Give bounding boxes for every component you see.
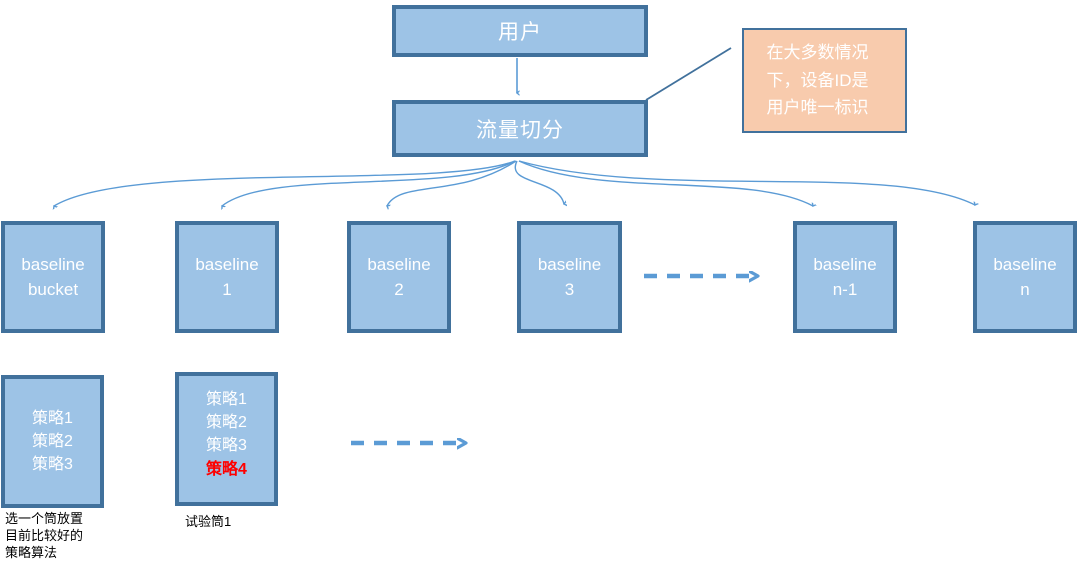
node-traffic-split: 流量切分 [392,100,648,157]
callout-note-text: 在大多数情况下，设备ID是用户唯一标识 [766,43,869,118]
node-baseline-n: baseline n [973,221,1077,333]
node-traffic-split-label: 流量切分 [476,118,564,142]
strategy-item: 策略1 [206,391,247,408]
callout-note: 在大多数情况下，设备ID是用户唯一标识 [742,28,907,133]
line-split-to-callout [645,47,732,101]
label-trial-bucket: 试验筒1 [185,514,232,529]
node-baseline-n-1: baseline n-1 [793,221,897,333]
baseline-line2: 1 [222,280,232,299]
strategy-box-trial: 策略1 策略2 策略3 策略4 [175,372,278,506]
baseline-line2: n [1020,280,1030,299]
node-baseline-bucket: baseline bucket [1,221,105,333]
label-bucket-note: 选一个筒放置 目前比较好的 策略算法 [5,511,84,561]
baseline-line1: baseline [537,254,602,274]
node-baseline-2: baseline 2 [347,221,451,333]
strategy-item: 策略2 [32,432,73,450]
node-user: 用户 [392,5,648,57]
strategy-item-highlighted: 策略4 [206,460,247,478]
strategy-item: 策略2 [206,414,247,432]
baseline-line2: 3 [564,280,575,299]
strategy-item: 策略3 [206,437,247,455]
baseline-line1: baseline [21,254,85,274]
strategy-box-baseline: 策略1 策略2 策略3 [1,375,104,508]
node-user-label: 用户 [498,21,542,44]
baseline-line1: baseline [367,254,431,274]
strategy-item: 策略3 [32,456,73,474]
baseline-line2: 2 [394,280,404,299]
strategy-item: 策略1 [32,409,73,427]
fan-arrows-split-to-baselines [54,160,975,206]
baseline-line1: baseline [813,254,877,274]
node-baseline-3: baseline 3 [517,221,622,333]
baseline-line1: baseline [993,254,1057,274]
node-baseline-1: baseline 1 [175,221,279,333]
baseline-line1: baseline [195,254,259,274]
baseline-line2: bucket [27,280,79,299]
baseline-line2: n-1 [832,280,858,299]
